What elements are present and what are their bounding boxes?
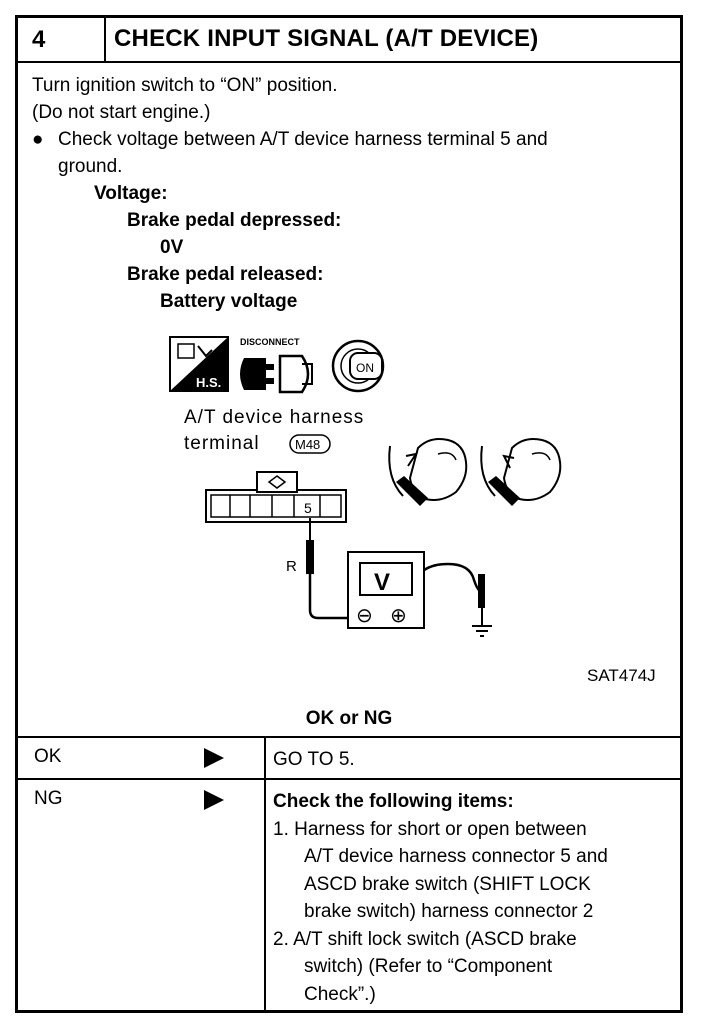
disconnect-label: DISCONNECT (240, 337, 300, 347)
terminal-number: 5 (304, 500, 312, 516)
ng-item-line: 2. A/T shift lock switch (ASCD brake (273, 928, 577, 950)
bullet-item: ● Check voltage between A/T device harne… (32, 126, 548, 180)
ng-item-line: ASCD brake switch (SHIFT LOCK (304, 873, 591, 895)
ng-item-line: switch) (Refer to “Component (304, 956, 553, 977)
ng-action: Check the following items: 1. Harness fo… (273, 788, 608, 1008)
disconnect-icon: DISCONNECT (240, 337, 313, 394)
ok-label: OK (34, 746, 62, 767)
instruction-line: (Do not start engine.) (32, 102, 211, 123)
hs-icon: H.S. (169, 336, 229, 392)
on-label: ON (356, 361, 374, 375)
ng-heading: Check the following items: (273, 791, 514, 812)
figure-code: SAT474J (587, 666, 656, 685)
ok-action: GO TO 5. (273, 749, 355, 770)
terminal-label: terminal (184, 433, 260, 454)
ng-item-line: 1. Harness for short or open between (273, 818, 587, 840)
column-divider (264, 738, 266, 1013)
depressed-value: 0V (160, 237, 184, 258)
step-header: 4 CHECK INPUT SIGNAL (A/T DEVICE) (18, 18, 680, 63)
step-title: CHECK INPUT SIGNAL (A/T DEVICE) (114, 25, 539, 52)
bullet-text: Check voltage between A/T device harness… (58, 129, 548, 150)
ng-label: NG (34, 788, 63, 809)
voltmeter: V ⊖ ⊕ (347, 551, 425, 629)
decision-label: OK or NG (18, 706, 680, 738)
procedure-box: 4 CHECK INPUT SIGNAL (A/T DEVICE) Turn i… (15, 15, 683, 1013)
plus-terminal: ⊕ (390, 603, 407, 627)
wire-color-label: R (286, 558, 297, 575)
harness-label: A/T device harness (184, 407, 364, 428)
result-ok-row: OK GO TO 5. (18, 738, 680, 780)
ignition-on-icon: ON (331, 339, 385, 393)
arrow-right-icon (204, 790, 224, 810)
ng-item-line: Check”.) (304, 983, 376, 1005)
meter-symbol: V (374, 569, 390, 596)
step-number: 4 (18, 18, 106, 61)
released-label: Brake pedal released: (127, 264, 324, 285)
connector-id-badge (289, 434, 331, 454)
depressed-label: Brake pedal depressed: (127, 210, 342, 231)
arrow-right-icon (204, 748, 224, 768)
released-value: Battery voltage (160, 291, 298, 312)
harness-connector: 5 (205, 471, 347, 523)
hs-label: H.S. (196, 375, 221, 390)
ng-item-line: brake switch) harness connector 2 (304, 901, 594, 922)
pedal-released-icon (480, 438, 562, 506)
wiring-diagram: H.S. DISCONNECT ON A/T device harness te… (169, 336, 562, 637)
bullet-icon: ● (32, 129, 44, 150)
pedal-depressed-icon (388, 438, 468, 506)
result-ng-row: NG Check the following items: 1. Harness… (18, 780, 680, 1013)
voltage-label: Voltage: (94, 183, 168, 204)
connector-id: M48 (295, 437, 320, 452)
instruction-line: Turn ignition switch to “ON” position. (32, 75, 338, 96)
ng-item-line: A/T device harness connector 5 and (304, 846, 608, 867)
procedure-text: Turn ignition switch to “ON” position. (… (32, 72, 548, 315)
bullet-text: ground. (58, 156, 123, 177)
minus-terminal: ⊖ (356, 603, 373, 627)
